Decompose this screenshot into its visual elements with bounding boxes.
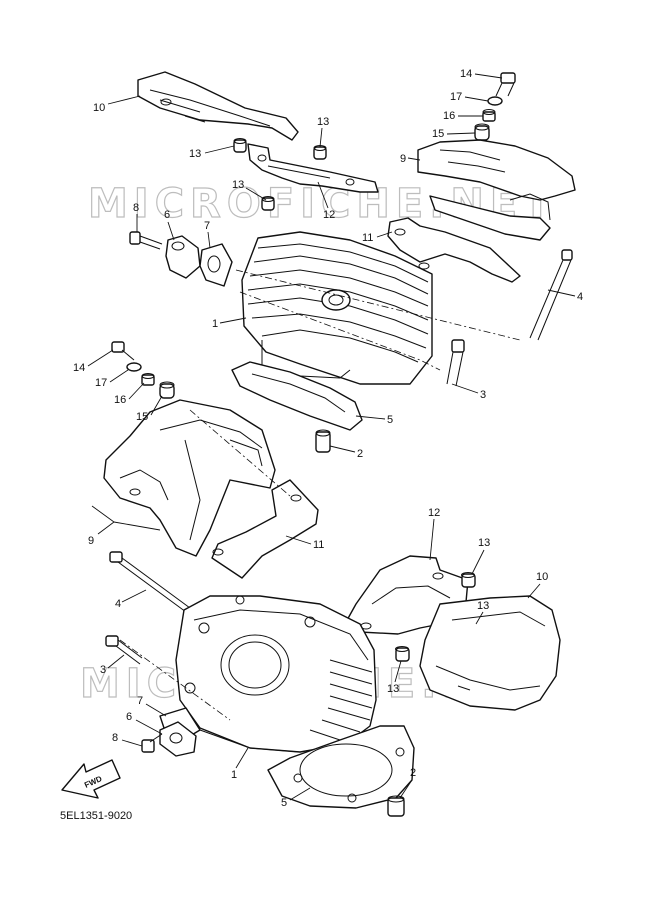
callout-15: 15 — [136, 411, 148, 423]
alignment-line-a — [235, 269, 521, 341]
callout-9: 9 — [400, 153, 406, 165]
callout-14: 14 — [73, 362, 85, 374]
callout-1: 1 — [212, 318, 218, 330]
part-4-stud-upper[interactable] — [529, 249, 573, 341]
part-4-stud-lower[interactable] — [109, 551, 191, 613]
callout-13: 13 — [232, 179, 244, 191]
callout-7: 7 — [204, 220, 210, 232]
part-10-cover-upper[interactable] — [137, 71, 299, 141]
callout-2: 2 — [410, 767, 416, 779]
part-13-grommet-a[interactable] — [233, 138, 247, 153]
callout-13: 13 — [387, 683, 399, 695]
callout-11: 11 — [362, 232, 373, 244]
callout-1: 1 — [231, 769, 237, 781]
callout-17: 17 — [450, 91, 462, 103]
part-14-bolt-upper[interactable] — [495, 72, 516, 97]
part-16-collar-upper[interactable] — [482, 109, 496, 122]
part-1-cylinder-upper[interactable] — [241, 231, 433, 385]
part-3-bolt-upper[interactable] — [446, 339, 465, 387]
part-13-grommet-d[interactable] — [461, 572, 476, 588]
part-14-bolt-lower[interactable] — [111, 341, 135, 361]
part-10-cover-lower[interactable] — [419, 595, 561, 711]
callout-14: 14 — [460, 68, 472, 80]
callout-5: 5 — [387, 414, 393, 426]
callout-13: 13 — [189, 148, 201, 160]
callout-13: 13 — [477, 600, 489, 612]
part-15-grommet-lower[interactable] — [159, 381, 175, 399]
part-9-cylinder-cover-upper[interactable] — [417, 139, 576, 241]
callout-6: 6 — [126, 711, 132, 723]
part-5-base-gasket-lower[interactable] — [267, 725, 415, 809]
part-13-grommet-f[interactable] — [395, 646, 410, 662]
callout-4: 4 — [577, 291, 583, 303]
callout-13: 13 — [317, 116, 329, 128]
callout-2: 2 — [357, 448, 363, 460]
callout-10: 10 — [536, 571, 548, 583]
part-2-dowel-lower[interactable] — [387, 795, 405, 817]
callout-7: 7 — [137, 695, 143, 707]
callout-5: 5 — [281, 797, 287, 809]
callout-8: 8 — [133, 202, 139, 214]
part-1-cylinder-lower[interactable] — [175, 595, 377, 753]
callout-16: 16 — [114, 394, 126, 406]
callout-12: 12 — [428, 507, 440, 519]
part-8-bolt-lower[interactable] — [141, 733, 163, 753]
callout-9: 9 — [88, 535, 94, 547]
callout-3: 3 — [100, 664, 106, 676]
callout-12: 12 — [323, 209, 335, 221]
part-11-gasket-upper[interactable] — [387, 217, 521, 283]
callout-10: 10 — [93, 102, 105, 114]
part-13-grommet-c[interactable] — [261, 196, 275, 211]
part-16-collar-lower[interactable] — [141, 373, 155, 386]
part-7-gasket-small-upper[interactable] — [199, 243, 233, 287]
part-11-gasket-lower[interactable] — [211, 479, 319, 579]
part-13-grommet-b[interactable] — [313, 145, 327, 160]
alignment-line-b — [239, 291, 441, 371]
part-17-washer-upper[interactable] — [487, 96, 503, 106]
part-8-bolt-upper[interactable] — [129, 231, 163, 250]
callout-3: 3 — [480, 389, 486, 401]
callout-8: 8 — [112, 732, 118, 744]
part-15-grommet-upper[interactable] — [474, 123, 490, 141]
alignment-line-c — [189, 409, 291, 497]
callout-16: 16 — [443, 110, 455, 122]
callout-17: 17 — [95, 377, 107, 389]
part-3-bolt-lower[interactable] — [105, 635, 143, 665]
part-2-dowel-upper[interactable] — [315, 429, 331, 453]
callout-6: 6 — [164, 209, 170, 221]
part-12-bracket-upper[interactable] — [247, 143, 379, 193]
callout-11: 11 — [313, 539, 324, 551]
fwd-arrow-icon: FWD — [61, 759, 121, 799]
callout-15: 15 — [432, 128, 444, 140]
callouts: 10 13 13 13 12 8 6 7 14 17 16 15 9 11 4 … — [73, 68, 583, 809]
diagram-code: 5EL1351-9020 — [60, 810, 132, 822]
part-17-washer-lower[interactable] — [126, 362, 142, 372]
part-5-base-gasket-upper[interactable] — [231, 361, 363, 431]
part-9-cylinder-cover-lower[interactable] — [103, 399, 276, 557]
callout-4: 4 — [115, 598, 121, 610]
callout-13: 13 — [478, 537, 490, 549]
part-6-holder-lower[interactable] — [159, 721, 197, 757]
part-6-holder-upper[interactable] — [165, 235, 201, 279]
